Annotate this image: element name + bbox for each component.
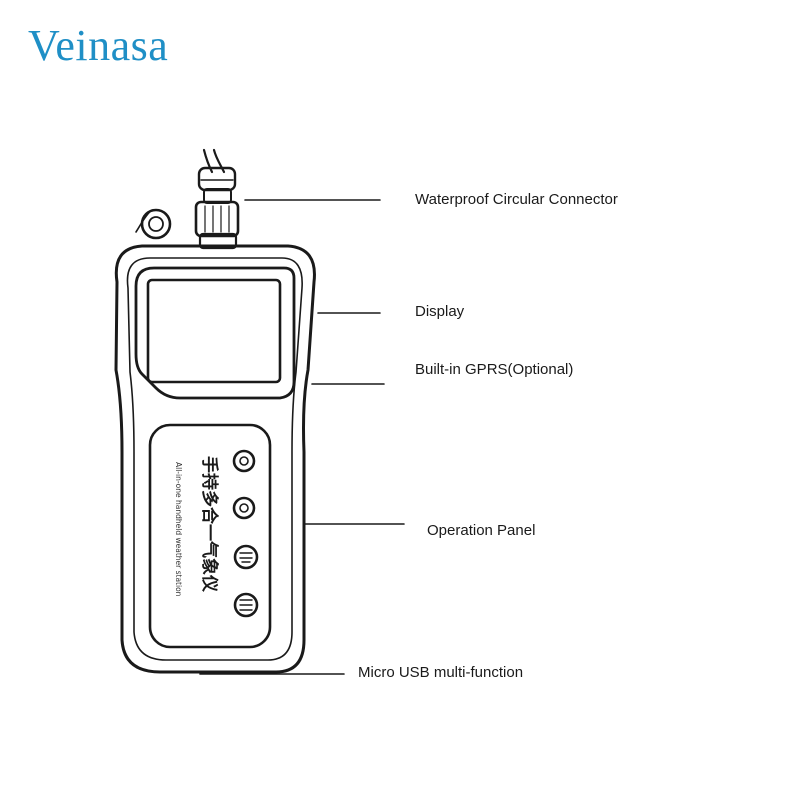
- display-screen: [146, 278, 282, 384]
- button-3: [233, 544, 259, 570]
- circular-connector: [194, 166, 240, 250]
- brand-logo: Veinasa: [28, 21, 169, 70]
- label-gprs: Built-in GPRS(Optional): [415, 361, 574, 378]
- button-2: [232, 496, 256, 520]
- device-label-cn: 手持多合一气象仪: [199, 456, 220, 593]
- label-connector: Waterproof Circular Connector: [415, 191, 618, 208]
- cable: [202, 148, 214, 174]
- display-bezel: [134, 266, 296, 400]
- label-usb: Micro USB multi-function: [358, 664, 524, 681]
- button-1: [232, 449, 256, 473]
- cap-knob: [135, 208, 172, 240]
- operation-panel: [148, 423, 272, 649]
- button-4: [233, 592, 259, 618]
- outer-housing: [114, 244, 316, 674]
- device-label-en: All-in-one handheld weather station: [174, 462, 183, 597]
- label-display: Display: [415, 303, 465, 320]
- label-panel: Operation Panel: [427, 522, 536, 539]
